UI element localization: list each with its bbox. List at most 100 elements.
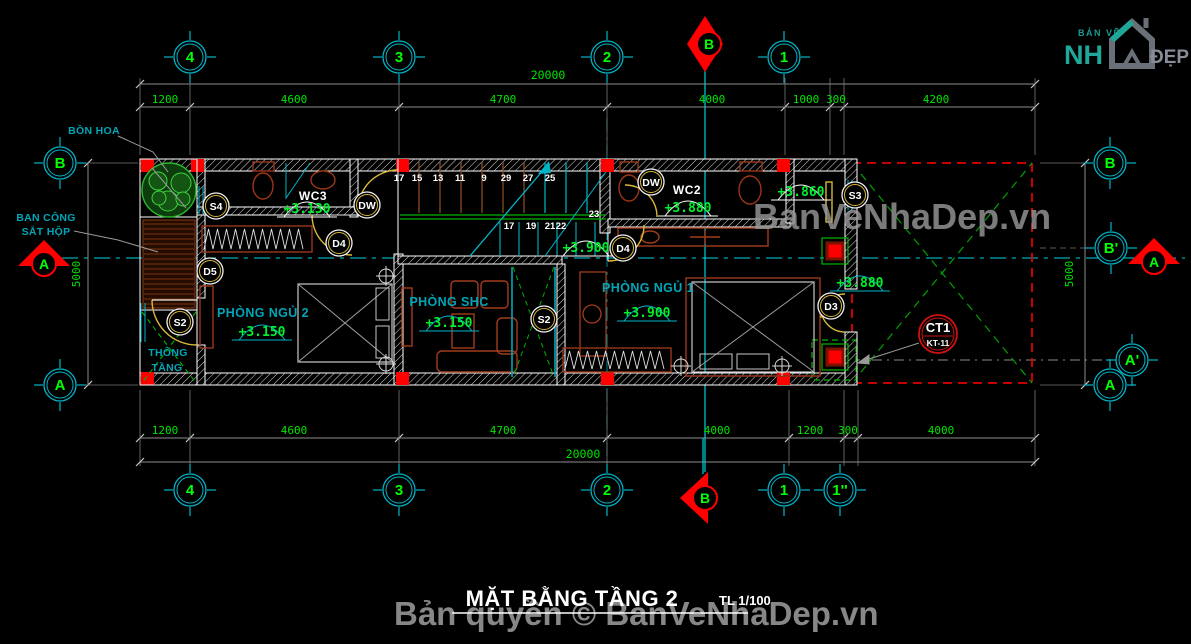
tag-dw: DW xyxy=(354,192,380,218)
section-marker-bottom-b: B xyxy=(680,438,717,524)
axis-cross-marker xyxy=(376,266,396,286)
column-tag-ct1: CT1 KT-11 xyxy=(919,315,957,353)
grid-bubble-label: 4 xyxy=(186,482,195,499)
level-marker: +3.130 xyxy=(277,202,337,217)
dim-bottom-6: 4000 xyxy=(928,424,955,437)
wc-label-0: WC3 xyxy=(299,189,327,203)
level-marker: +3.900 xyxy=(556,241,616,256)
dim-top-0: 1200 xyxy=(152,93,179,106)
tag-label: DW xyxy=(358,200,376,212)
dim-bottom-1: 4600 xyxy=(281,424,308,437)
flower-box-tree xyxy=(142,163,196,217)
ct1-leader xyxy=(866,343,919,360)
level-value: +3.150 xyxy=(426,316,473,331)
grid-bubble-2: 2 xyxy=(581,464,633,516)
pillow xyxy=(376,288,389,320)
grid-bubble-label: 3 xyxy=(395,482,403,499)
level-marker: +3.900 xyxy=(617,306,677,321)
grid-bubble-label: 4 xyxy=(186,49,195,66)
logo-suffix-text: ĐẸP xyxy=(1150,47,1189,68)
wardrobe-hatch xyxy=(204,229,303,249)
stair-number: 13 xyxy=(433,173,444,184)
note-label-0: BỒN HOA xyxy=(68,124,120,137)
stair-number: 17 xyxy=(394,173,405,184)
pillow xyxy=(737,354,769,369)
grid-bubble-label: B xyxy=(55,155,66,172)
column-tag-code: KT-11 xyxy=(927,338,950,348)
grid-bubble-B: B' xyxy=(1085,222,1137,274)
wall-top xyxy=(140,159,852,171)
column-tag-name: CT1 xyxy=(926,320,951,335)
dim-top-2: 4700 xyxy=(490,93,517,106)
grid-bubble-4: 4 xyxy=(164,464,216,516)
tag-label: DW xyxy=(642,177,660,189)
room-label-1: PHÒNG SHC xyxy=(409,294,488,309)
grid-bubble-label: 3 xyxy=(395,49,403,66)
grid-bubble-label: A xyxy=(55,377,66,394)
pillow xyxy=(376,326,389,358)
room-label-2: PHÒNG NGỦ 1 xyxy=(602,280,694,295)
grid-bubble-label: A xyxy=(1105,377,1116,394)
sofa xyxy=(497,318,517,354)
dim-top-5: 300 xyxy=(826,93,846,106)
tag-s2: S2 xyxy=(531,306,557,332)
tag-d3: D3 xyxy=(818,293,844,319)
grid-bubble-label: B xyxy=(1105,155,1116,172)
axis-cross-marker xyxy=(376,354,396,374)
grid-bubble-label: 2 xyxy=(603,49,611,66)
grid-bubble-4: 4 xyxy=(164,31,216,83)
note-label-2: SẮT HỘP xyxy=(22,225,71,238)
dim-right-5000: 5000 xyxy=(1063,261,1076,288)
bedroom2-furniture xyxy=(200,226,392,362)
tag-label: S2 xyxy=(538,314,551,326)
level-value: +3.880 xyxy=(837,276,884,291)
grid-bubble-3: 3 xyxy=(373,31,425,83)
stair-number: 29 xyxy=(501,173,512,184)
section-marker-right-a: A xyxy=(1128,238,1180,274)
dim-top-3: 4000 xyxy=(699,93,726,106)
grid-bubble-A: A xyxy=(34,359,86,411)
level-marker: +3.880 xyxy=(830,276,890,291)
level-value: +3.130 xyxy=(284,202,331,217)
section-letter: B xyxy=(704,36,714,52)
dim-top-6: 4200 xyxy=(923,93,950,106)
tag-dw: DW xyxy=(638,169,664,195)
stair-number: 15 xyxy=(412,173,423,184)
section-marker-top-b: B xyxy=(687,16,723,72)
dim-bottom-4: 1200 xyxy=(797,424,824,437)
dim-bottom-5: 300 xyxy=(838,424,858,437)
dim-top-4: 1000 xyxy=(793,93,820,106)
note-label-1: BAN CÔNG xyxy=(16,211,76,224)
grid-bubble-label: 2 xyxy=(603,482,611,499)
grid-bubble-label: A' xyxy=(1125,352,1139,369)
level-marker: +3.150 xyxy=(419,316,479,331)
tag-d5: D5 xyxy=(197,258,223,284)
grid-bubble-2: 2 xyxy=(581,31,633,83)
dim-top-1: 4600 xyxy=(281,93,308,106)
watermark-center: BanVeNhaDep.vn xyxy=(753,196,1051,237)
tag-label: S2 xyxy=(174,317,187,329)
wc-label-1: WC2 xyxy=(673,183,701,197)
dim-bottom-0: 1200 xyxy=(152,424,179,437)
grid-bubble-label: 1 xyxy=(780,482,788,499)
stair-number: 17 xyxy=(504,221,515,232)
dim-bottom-3: 4000 xyxy=(704,424,731,437)
stair-number: 22 xyxy=(556,221,567,232)
grid-bubble-B: B xyxy=(1084,137,1136,189)
title-text: MẶT BẰNG TẦNG 2 xyxy=(466,586,679,611)
grid-bubble-1: 1 xyxy=(758,464,810,516)
chair xyxy=(583,305,601,323)
tag-label: D4 xyxy=(616,243,630,255)
grid-bubble-B: B xyxy=(34,137,86,189)
tag-label: D4 xyxy=(332,238,346,250)
grid-bubble-3: 3 xyxy=(373,464,425,516)
tag-s4: S4 xyxy=(203,193,229,219)
stair-number: 23 xyxy=(589,209,600,220)
dim-left-5000: 5000 xyxy=(70,261,83,288)
note-label-3: THÔNG xyxy=(148,346,187,359)
grid-bubble-label: 1'' xyxy=(832,482,847,499)
dim-bottom-2: 4700 xyxy=(490,424,517,437)
level-value: +3.900 xyxy=(563,241,610,256)
section-letter: A xyxy=(1149,254,1159,270)
